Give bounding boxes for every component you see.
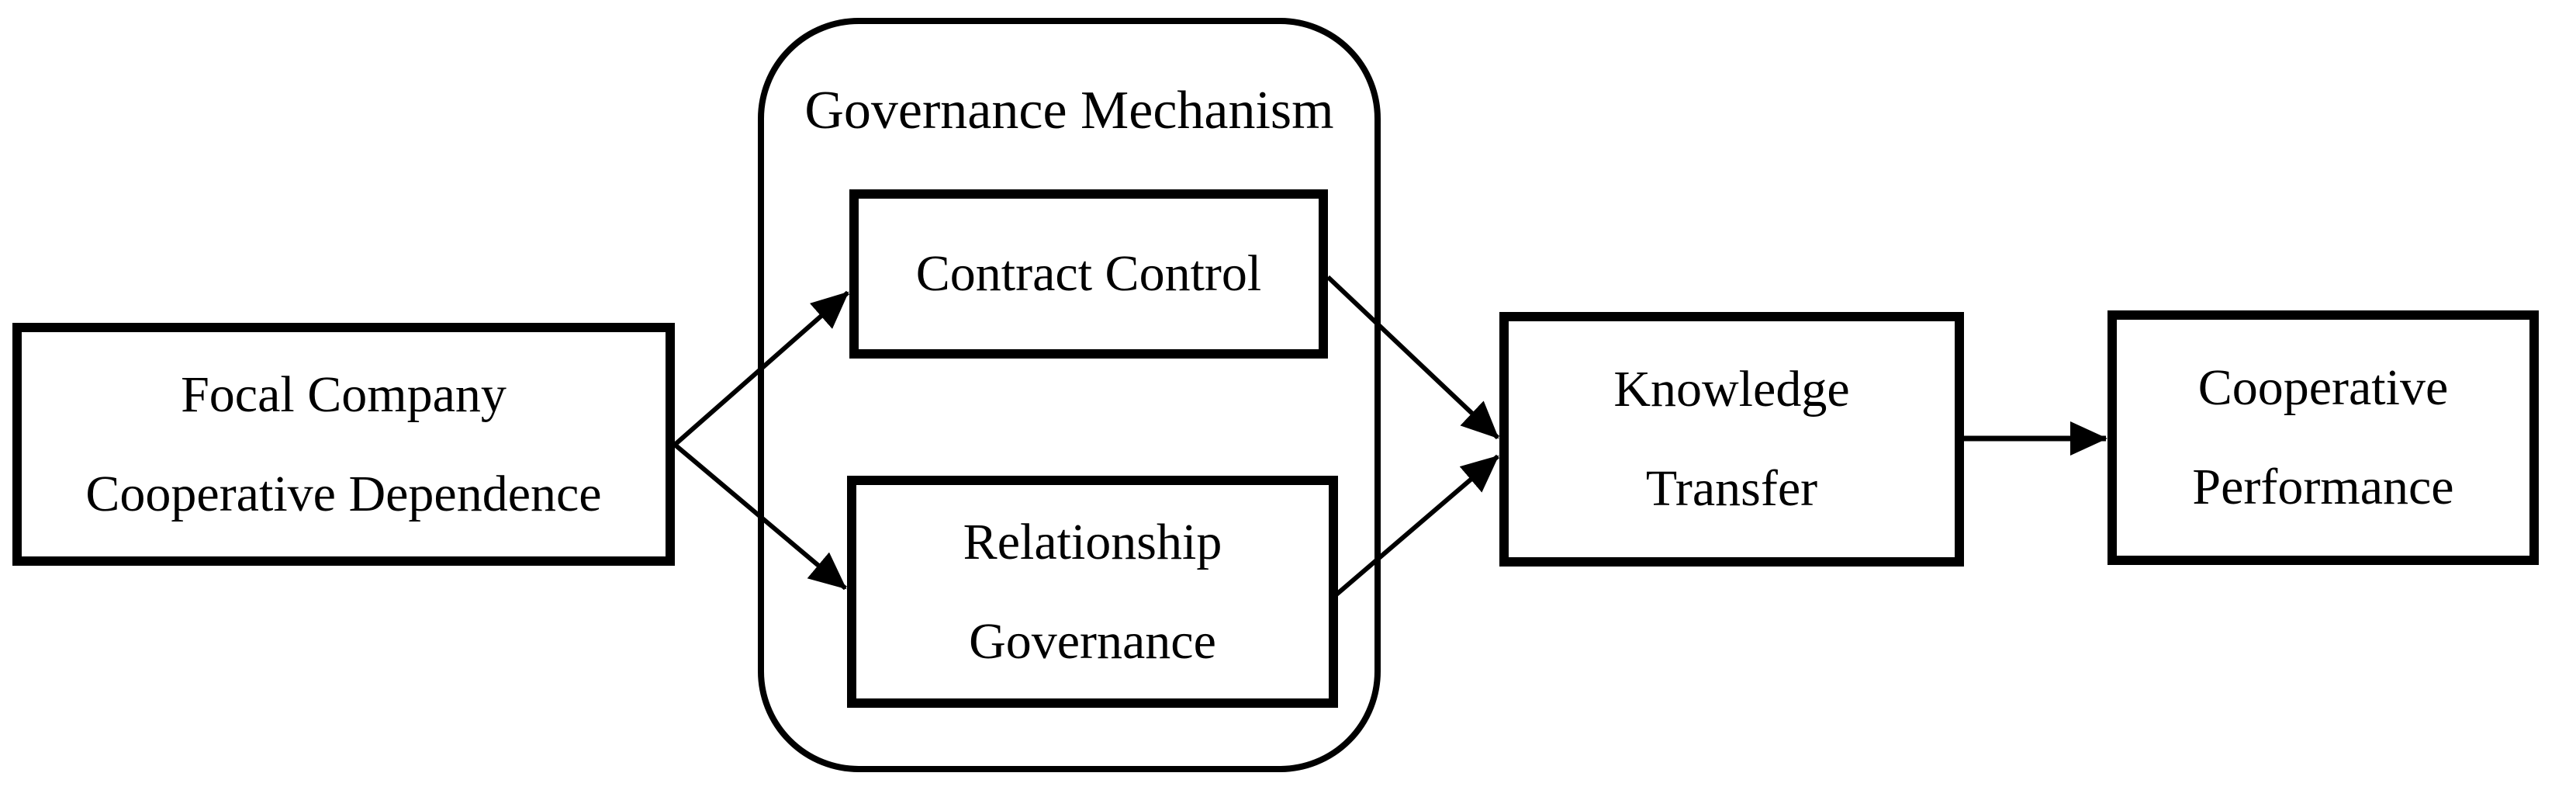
node-label-line: Transfer <box>1645 460 1818 517</box>
node-label-line: Knowledge <box>1613 361 1850 418</box>
node-label-line: Relationship <box>963 513 1222 570</box>
node-contract-control: Contract Control <box>849 189 1328 359</box>
arrow-relationship-to-knowledge <box>1335 454 1499 597</box>
node-label-line: Performance <box>2192 459 2454 515</box>
node-focal-company-cooperative-dependence: Focal Company Cooperative Dependence <box>12 323 675 566</box>
arrow-contract-to-knowledge <box>1326 275 1500 440</box>
node-label-line: Focal Company <box>181 366 507 423</box>
node-relationship-governance: Relationship Governance <box>847 476 1338 708</box>
governance-mechanism-label: Governance Mechanism <box>804 81 1334 140</box>
node-knowledge-transfer: Knowledge Transfer <box>1499 312 1964 567</box>
governance-mechanism-group <box>758 18 1381 772</box>
node-label-line: Governance <box>969 612 1216 670</box>
node-cooperative-performance: Cooperative Performance <box>2107 310 2539 565</box>
node-label-line: Contract Control <box>915 245 1262 302</box>
node-label-line: Cooperative Dependence <box>85 465 602 522</box>
node-label-line: Cooperative <box>2197 359 2449 416</box>
